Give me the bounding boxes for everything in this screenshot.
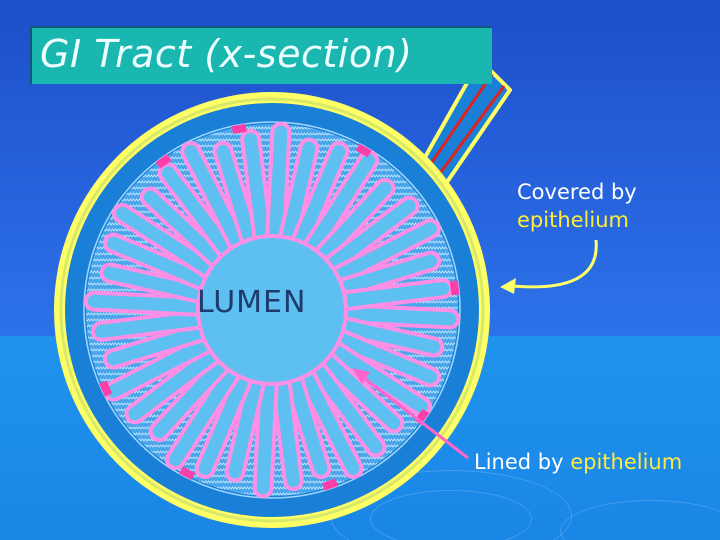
villus-core xyxy=(292,145,346,253)
villus-core xyxy=(161,166,237,261)
title-box: GI Tract (x-section) xyxy=(30,26,492,84)
villus-core xyxy=(329,330,437,384)
gland xyxy=(355,143,372,158)
villus-core xyxy=(321,199,416,275)
slide-title: GI Tract (x-section) xyxy=(40,32,413,76)
lumen-space xyxy=(196,234,348,386)
villus-core xyxy=(313,181,392,266)
villus-core xyxy=(128,345,223,421)
villus-core xyxy=(274,372,300,488)
villus-core xyxy=(168,362,241,467)
lumen-label: LUMEN xyxy=(197,285,307,320)
villus-core xyxy=(103,266,211,301)
villus-core xyxy=(335,306,457,326)
villus-core xyxy=(334,282,450,308)
villus-core xyxy=(106,324,212,366)
villus-core xyxy=(216,144,258,250)
gland xyxy=(231,123,247,135)
villus-core xyxy=(228,371,263,479)
villus-core xyxy=(268,125,288,247)
villus-core xyxy=(107,236,215,290)
gland xyxy=(449,280,460,296)
villus-core xyxy=(107,335,217,398)
mucosa-villi xyxy=(83,121,461,499)
villus-core xyxy=(327,222,437,285)
covered-label-highlight: epithelium xyxy=(517,208,629,232)
villus-core xyxy=(198,367,252,475)
mesentery xyxy=(418,58,512,187)
villus-core xyxy=(307,359,383,454)
villus-core xyxy=(244,132,270,248)
serosa-line xyxy=(59,97,485,523)
villus-core xyxy=(303,153,376,258)
covered-arrow xyxy=(500,239,598,294)
muscle-layer-inner-line xyxy=(83,121,461,499)
villus-core xyxy=(332,254,438,296)
covered-label-prefix: Covered by xyxy=(517,180,637,204)
lined-arrow xyxy=(352,368,469,460)
gland xyxy=(179,466,196,481)
water-ripple xyxy=(370,490,532,540)
gland xyxy=(322,478,338,491)
gland xyxy=(99,380,113,397)
gland xyxy=(155,153,172,169)
villus-core xyxy=(152,354,231,439)
villus-core xyxy=(286,370,328,476)
lined-label: Lined by epithelium xyxy=(474,450,682,474)
villus-core xyxy=(256,373,276,495)
villus-core xyxy=(316,351,401,430)
covered-label: Covered by epithelium xyxy=(517,178,637,234)
villus-core xyxy=(333,319,441,354)
villus-core xyxy=(115,206,220,279)
lined-label-highlight: epithelium xyxy=(570,450,683,474)
villus-core xyxy=(324,341,429,414)
villus-core xyxy=(94,312,210,338)
lined-label-prefix: Lined by xyxy=(474,450,564,474)
submucosal-glands xyxy=(99,123,460,491)
villus-core xyxy=(297,365,360,475)
villus-core xyxy=(143,190,228,269)
villus-core xyxy=(184,145,247,255)
villus-core xyxy=(281,141,316,249)
villus-core xyxy=(87,294,209,314)
